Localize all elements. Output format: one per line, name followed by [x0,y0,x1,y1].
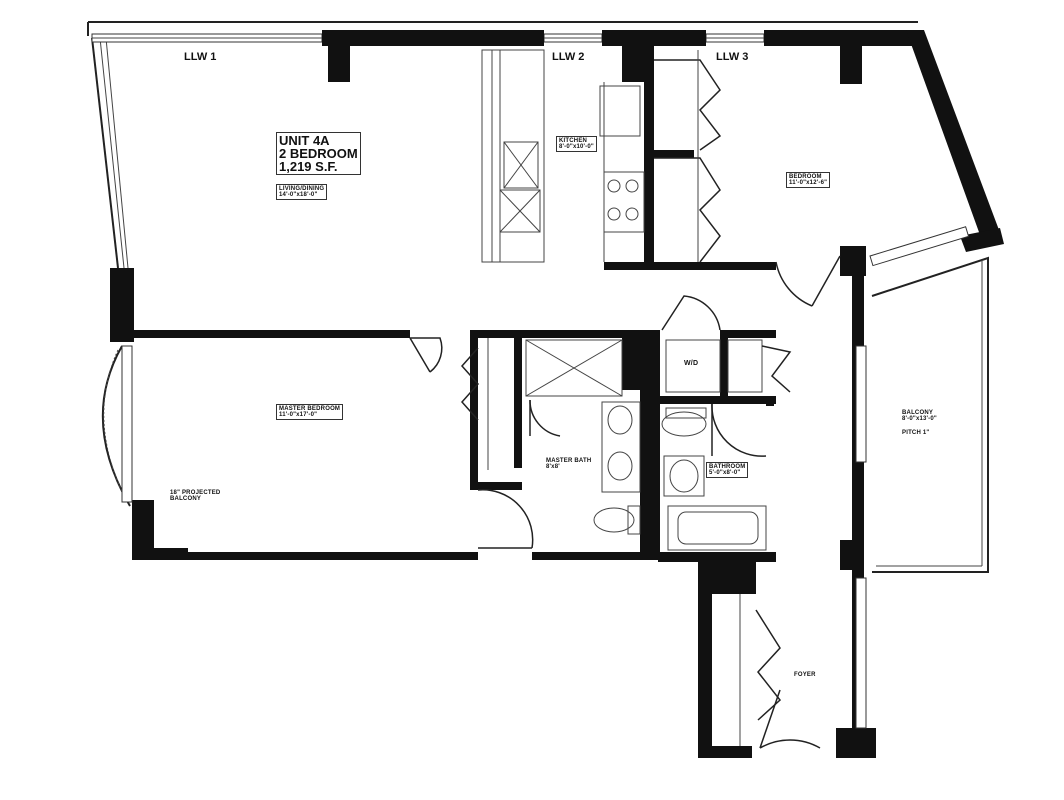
balcony-outline [869,226,989,573]
door-swings [409,255,841,749]
unit-area: 1,219 S.F. [279,159,338,174]
room-label-bedroom: BEDROOM 11'-0"x12'-6" [786,172,831,188]
room-label-foyer: FOYER [794,672,816,678]
interior-lines [460,49,867,746]
walls [110,30,1004,758]
exterior-outline [87,21,918,269]
projected-balcony [101,345,133,507]
unit-info-box: UNIT 4A 2 BEDROOM 1,219 S.F. [276,132,361,175]
room-label-master-bath: MASTER BATH 8'x8' [546,458,592,470]
unit-bedrooms: 2 BEDROOM [279,146,358,161]
window-label-llw1: LLW 1 [184,51,217,63]
room-label-living-dining: LIVING/DINING 14'-0"x18'-0" [276,184,328,200]
window-label-llw2: LLW 2 [552,51,585,63]
room-label-kitchen: KITCHEN 8'-0"x10'-0" [556,136,597,152]
room-label-washer-dryer: W/D [684,360,699,367]
room-label-master-bedroom: MASTER BEDROOM 11'-0"x17'-0" [276,404,344,420]
room-label-bathroom: BATHROOM 5'-0"x8'-0" [706,462,749,478]
room-label-balcony: BALCONY 8'-0"x13'-0" PITCH 1" [902,410,937,436]
unit-number: UNIT 4A [279,133,330,148]
window-label-llw3: LLW 3 [716,51,749,63]
room-label-projected-balcony: 18" PROJECTED BALCONY [170,490,221,502]
